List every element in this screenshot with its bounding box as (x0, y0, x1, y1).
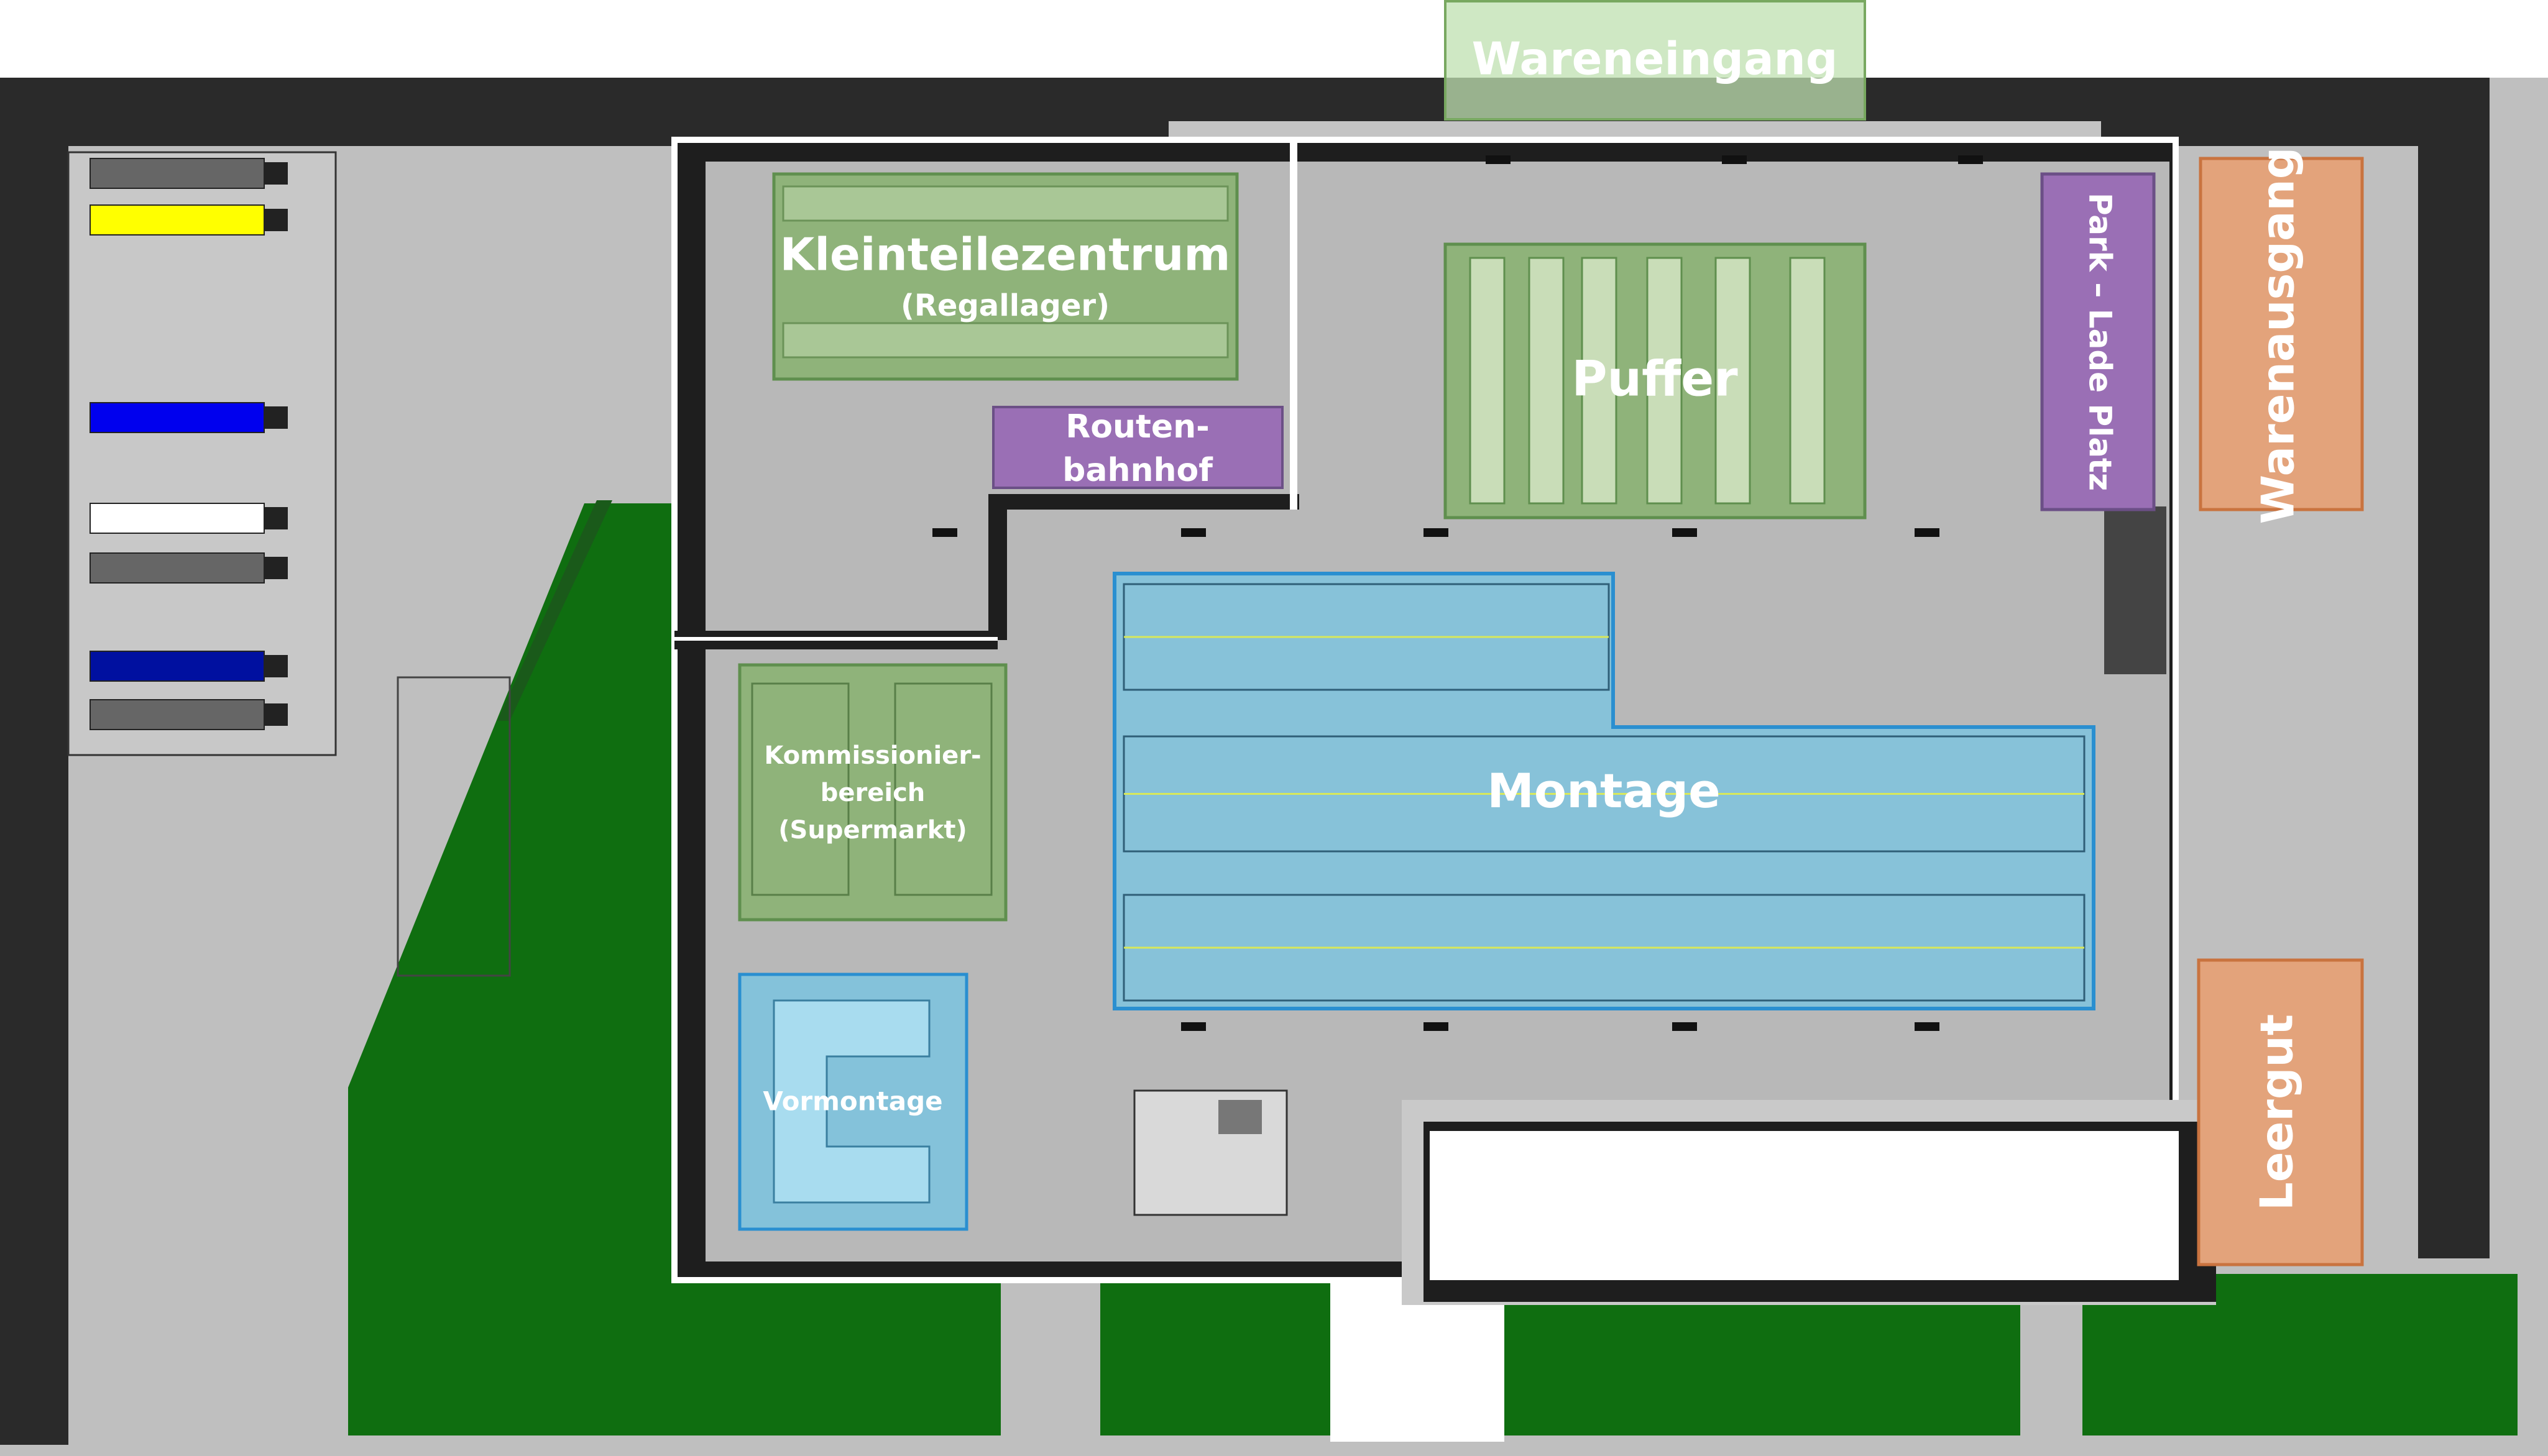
door-marker (932, 528, 957, 537)
vehicle-trailer (90, 699, 265, 730)
montage-lines (1123, 583, 2086, 1002)
annex-room (1430, 1131, 2179, 1280)
label-regallager: (Regallager) (901, 288, 1110, 323)
machine-unit (1218, 1100, 1262, 1134)
door-marker (1486, 155, 1511, 164)
label-bahnhof: bahnhof (1062, 452, 1213, 489)
vehicle-trailer (90, 651, 265, 682)
shelf-row-top (782, 185, 1229, 222)
label-supermarkt: (Supermarkt) (778, 816, 967, 845)
label-bereich: bereich (821, 779, 926, 807)
label-wareneingang: Wareneingang (1472, 33, 1838, 85)
label-leergut: Leergut (2251, 1014, 2303, 1211)
vehicle-trailer (90, 158, 265, 189)
door-markers (932, 155, 1983, 1031)
puffer-rack (1528, 257, 1565, 505)
zone-routenbahnhof (992, 406, 1284, 489)
puffer-rack (1789, 257, 1826, 505)
site-wall-left (0, 78, 68, 1445)
vormontage-cell (773, 999, 931, 1204)
vehicle-cab (264, 655, 288, 677)
zone-wareneingang (1444, 0, 1866, 121)
puffer-rack (1581, 257, 1617, 505)
label-puffer: Puffer (1571, 351, 1738, 407)
puffer-rack (1646, 257, 1683, 505)
door-marker (1722, 155, 1747, 164)
vehicle-cab (264, 507, 288, 529)
vehicle-cab (264, 162, 288, 185)
label-vormontage: Vormontage (763, 1086, 942, 1117)
grass-area-left (348, 503, 678, 1435)
room-divider (1290, 137, 1297, 510)
label-kleinteilezentrum: Kleinteilezentrum (780, 229, 1231, 281)
machine-cell (1133, 1089, 1288, 1216)
vehicle-list (90, 158, 288, 730)
puffer-rack (1469, 257, 1506, 505)
door-marker (1672, 528, 1697, 537)
label-kommissionier: Kommissionier- (764, 741, 981, 770)
puffer-rack (1714, 257, 1751, 505)
site-wall-right (2418, 78, 2490, 1258)
inner-wall-highlight (674, 637, 998, 641)
puffer-racks (1469, 257, 1826, 505)
label-montage: Montage (1487, 763, 1721, 818)
rack-block-left (751, 682, 850, 896)
door-marker (1915, 528, 1939, 537)
driveway (1330, 1280, 1504, 1442)
inner-wall-horizontal (988, 494, 1299, 510)
label-warenausgang: Warenausgang (2252, 147, 2304, 524)
door-marker (1181, 1022, 1206, 1031)
zone-montage (1113, 572, 2095, 1010)
vehicle-cab (264, 703, 288, 726)
vehicle-trailer (90, 503, 265, 534)
grass-area-bottom-right (1504, 1299, 2020, 1435)
door-marker (1181, 528, 1206, 537)
door-marker (1672, 1022, 1697, 1031)
door-marker (1915, 1022, 1939, 1031)
grass-area-bottom-left (348, 1274, 1001, 1435)
vehicle-trailer (90, 402, 265, 433)
zone-park-lade-platz (2040, 172, 2156, 511)
rack-block-right (894, 682, 993, 896)
dock-block (2104, 506, 2166, 674)
door-marker (1423, 528, 1448, 537)
vehicle-cab (264, 406, 288, 429)
vehicle-cab (264, 209, 288, 231)
zone-warenausgang (2199, 157, 2364, 511)
inner-wall-vertical (988, 494, 1007, 640)
parking-outline (397, 676, 511, 977)
label-park-lade-platz: Park – Lade Platz (2082, 193, 2118, 491)
zone-leergut (2197, 958, 2364, 1266)
grass-edge (497, 500, 612, 721)
door-marker (1958, 155, 1983, 164)
vehicle-trailer (90, 552, 265, 584)
vehicle-cab (264, 557, 288, 579)
door-marker (1423, 1022, 1448, 1031)
label-routen: Routen- (1065, 408, 1210, 446)
zone-kommissionierbereich (738, 663, 1008, 922)
shelf-row-bottom (782, 322, 1229, 359)
grass-area-bottom-mid (1100, 1280, 1330, 1435)
vehicle-trailer (90, 204, 265, 236)
